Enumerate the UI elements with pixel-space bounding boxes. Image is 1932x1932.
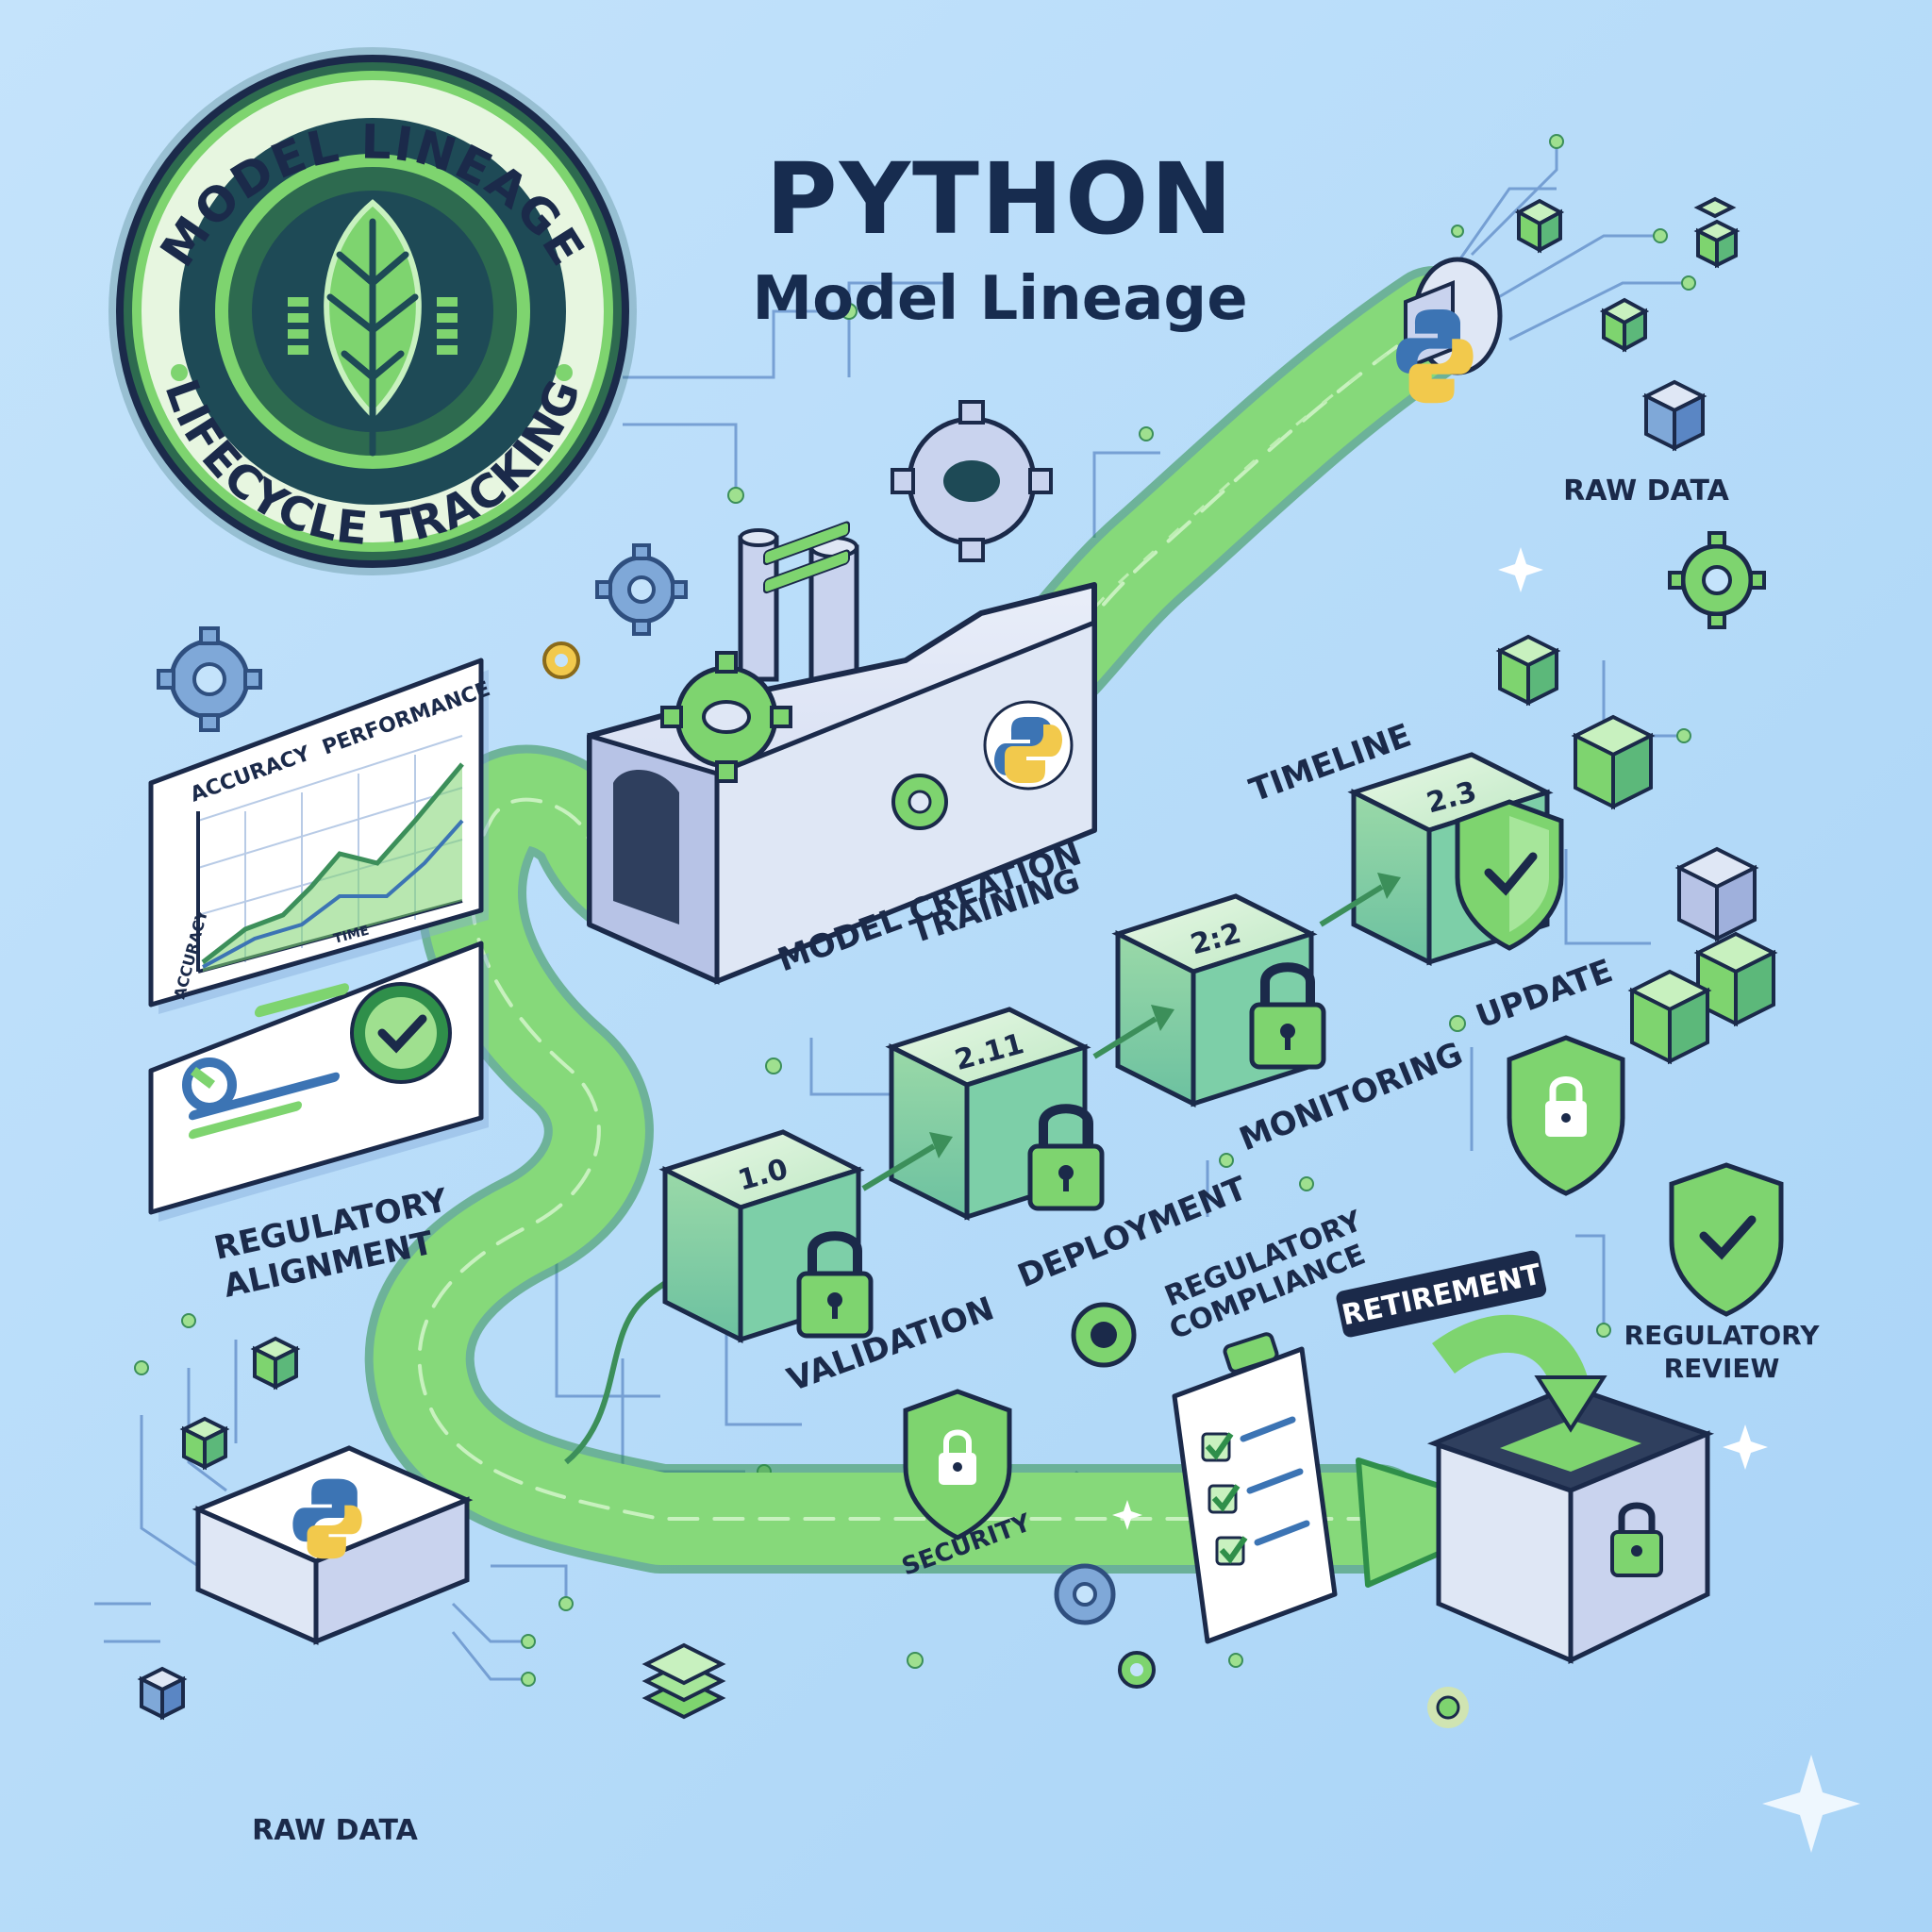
lock-icon	[1027, 1104, 1105, 1211]
small-gear-icon	[891, 774, 948, 830]
python-logo-icon	[1396, 309, 1474, 404]
version-cube-3: 2:2	[1111, 893, 1318, 1108]
raw-data-source-box	[192, 1445, 474, 1645]
shield-icons	[903, 799, 1784, 1541]
cube-icon	[179, 1416, 230, 1471]
shield-check-icon	[1669, 1162, 1784, 1317]
compass-icon	[1071, 1302, 1137, 1368]
gear-icon	[1118, 1651, 1156, 1689]
model-factory	[587, 400, 1097, 985]
cube-icon	[1599, 297, 1650, 353]
lock-icon	[1249, 962, 1326, 1070]
top-gear-icon	[891, 400, 1053, 562]
cube-icon	[1693, 196, 1737, 219]
shield-check-icon	[1455, 799, 1564, 951]
stacked-layers-icon	[641, 1642, 726, 1720]
page-title: PYTHON	[765, 142, 1235, 257]
data-cubes	[137, 196, 1778, 1721]
gear-icon	[595, 543, 688, 636]
cube-icon	[1495, 634, 1561, 707]
gear-icon	[1054, 1563, 1116, 1625]
cube-icon	[137, 1666, 188, 1721]
cube-icon	[1571, 714, 1656, 810]
python-logo-icon	[292, 1478, 362, 1559]
cube-icon	[1674, 846, 1759, 942]
retirement-archive-box	[1426, 1314, 1715, 1664]
cube-icon	[1514, 198, 1565, 254]
gear-icon	[1668, 531, 1766, 629]
lifecycle-badge: MODEL LINEAGE LIFECYCLE TRACKING	[108, 47, 637, 575]
gear-icon	[157, 626, 262, 732]
clipboard-checklist-icon	[1172, 1332, 1338, 1644]
factory-gear-icon	[660, 651, 792, 783]
glow-node	[1427, 1687, 1469, 1728]
gear-icon	[542, 641, 580, 679]
lock-icon	[1610, 1502, 1663, 1577]
cube-icon	[1641, 379, 1707, 452]
page-subtitle: Model Lineage	[752, 264, 1248, 334]
shield-lock-icon	[903, 1389, 1012, 1541]
label-regulatory-review-1: REGULATORY	[1624, 1320, 1821, 1351]
approved-check-icon	[350, 982, 452, 1084]
label-raw-data-top: RAW DATA	[1563, 475, 1729, 508]
label-raw-data-bottom: RAW DATA	[252, 1814, 418, 1847]
cube-icon	[1627, 969, 1712, 1065]
python-tube	[1396, 257, 1503, 404]
lock-icon	[796, 1231, 874, 1339]
decorative-gears	[157, 531, 1766, 1689]
performance-chart-card: ACCURACY PERFORMANCE ACCURACY TIME	[148, 658, 493, 1014]
cube-icon	[250, 1336, 301, 1391]
lock-icons	[796, 962, 1326, 1339]
shield-lock-icon	[1507, 1035, 1625, 1196]
cube-icon	[1693, 931, 1778, 1027]
label-regulatory-review-2: REVIEW	[1664, 1353, 1780, 1384]
factory-python-logo-icon	[983, 700, 1074, 791]
cube-icon	[1693, 219, 1740, 269]
sparkle-icons	[1112, 547, 1860, 1853]
